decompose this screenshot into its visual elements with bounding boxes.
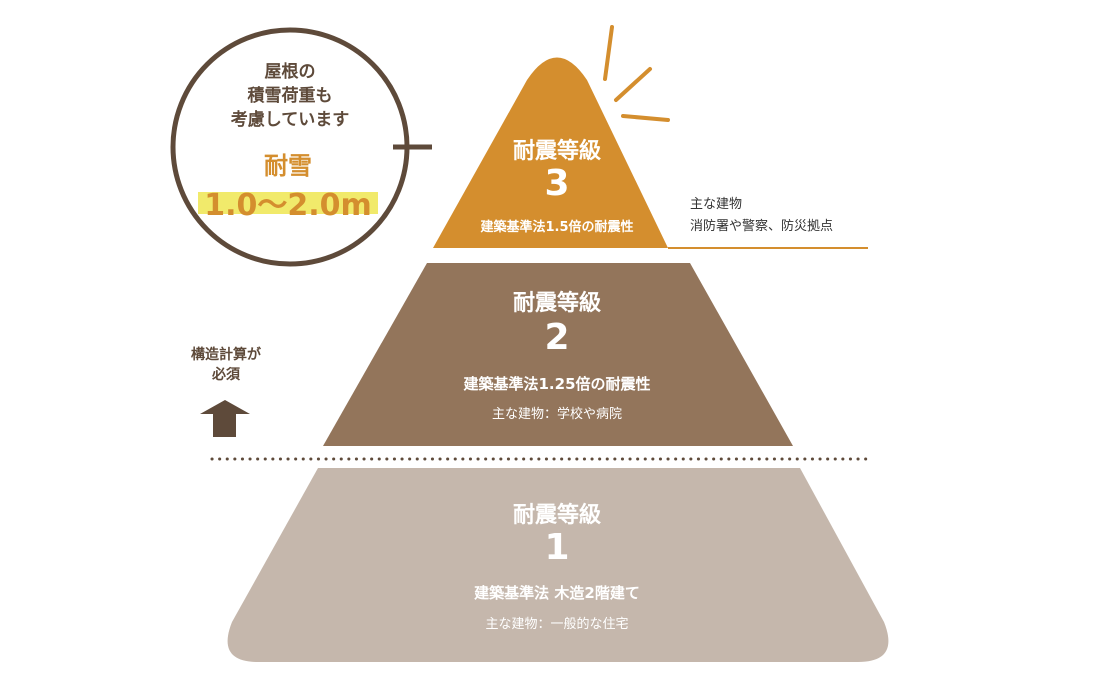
structural-note-line: 必須 [212, 367, 240, 383]
emphasis-rays-icon [603, 25, 670, 122]
structural-calc-note: 構造計算が 必須 [191, 345, 261, 385]
snow-note-line: 積雪荷重も [247, 86, 333, 106]
grade2-label: 耐震等級 [512, 291, 602, 316]
grade2-trapezoid [323, 263, 793, 446]
grade1-label: 耐震等級 [512, 503, 602, 528]
grade3-buildings-title: 主な建物 [690, 197, 743, 212]
up-arrow-icon [200, 400, 250, 437]
grade3-triangle [433, 57, 668, 248]
snow-range: 1.0〜2.0m [204, 188, 372, 223]
snow-note-line: 屋根の [264, 62, 316, 82]
grade3-buildings-list: 消防署や警察、防災拠点 [690, 219, 834, 234]
grade2-buildings: 主な建物：学校や病院 [491, 407, 623, 422]
range-highlight [198, 192, 378, 214]
grade3-label: 耐震等級 [512, 139, 602, 164]
grade1-buildings: 主な建物：一般的な住宅 [485, 617, 629, 632]
grade3-number: 3 [544, 163, 570, 204]
snow-note: 屋根の 積雪荷重も 考慮しています [231, 60, 350, 132]
snow-title: 耐雪 [264, 152, 312, 180]
grade1-number: 1 [544, 527, 570, 568]
snow-note-line: 考慮しています [230, 110, 350, 130]
grade3-law: 建築基準法1.5倍の耐震性 [480, 220, 634, 235]
structural-note-line: 構造計算が [191, 347, 261, 363]
grade2-number: 2 [544, 317, 570, 358]
grade3-buildings: 主な建物 消防署や警察、防災拠点 [690, 194, 833, 238]
grade1-law: 建築基準法 木造2階建て [474, 584, 640, 602]
grade2-law: 建築基準法1.25倍の耐震性 [463, 375, 651, 393]
grade1-trapezoid [227, 468, 889, 662]
